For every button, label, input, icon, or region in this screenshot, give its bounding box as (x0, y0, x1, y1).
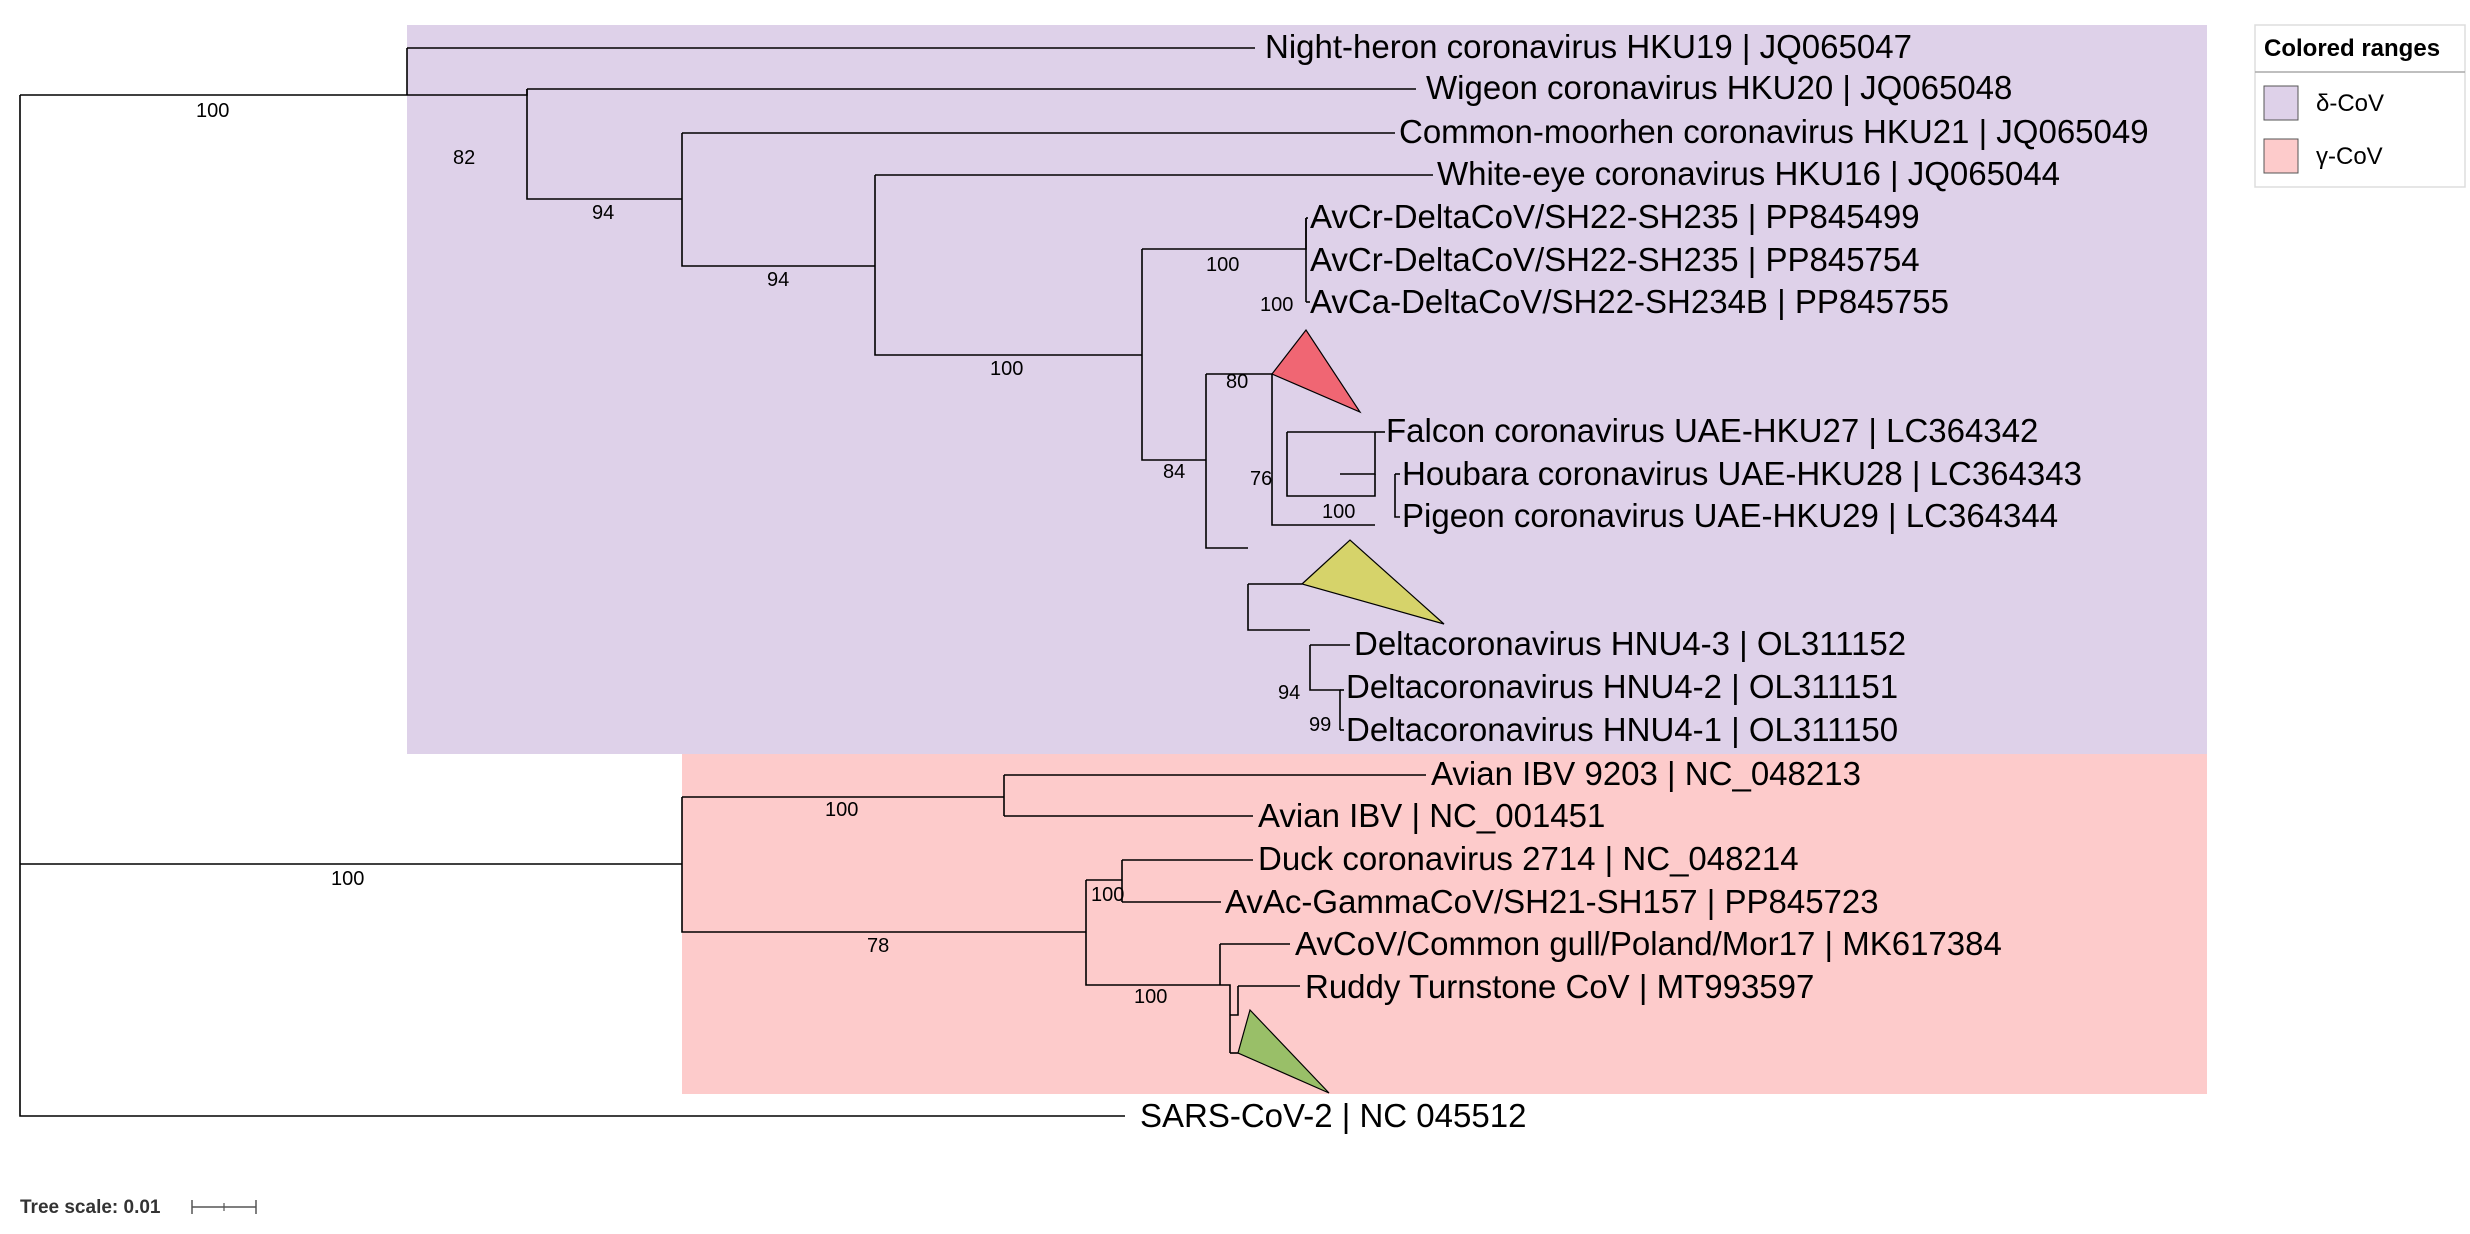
tree-branches (19, 47, 1433, 1117)
bootstrap-value: 94 (592, 202, 614, 224)
collapsed-clade-red (1271, 328, 1362, 414)
legend-label-delta: δ-CoV (2316, 90, 2384, 117)
collapsed-clade-green (1237, 1008, 1330, 1094)
leaf-label: Houbara coronavirus UAE-HKU28 | LC364343 (1402, 455, 2082, 492)
leaf-label: Deltacoronavirus HNU4-2 | OL311151 (1346, 668, 1898, 705)
leaf-label: Duck coronavirus 2714 | NC_048214 (1258, 840, 1799, 877)
bootstrap-value: 80 (1226, 371, 1248, 393)
leaf-label: Deltacoronavirus HNU4-1 | OL311150 (1346, 711, 1898, 748)
leaf-label: Avian IBV 9203 | NC_048213 (1431, 755, 1861, 792)
leaf-label: AvCoV/Common gull/Poland/Mor17 | MK61738… (1295, 925, 2002, 962)
bootstrap-value: 100 (825, 799, 858, 821)
bootstrap-value: 78 (867, 935, 889, 957)
legend-swatch-delta (2263, 85, 2299, 121)
bootstrap-values: 100 82 94 94 100 100 100 80 84 76 100 94 99 100 100 78 1… (196, 100, 1355, 1008)
leaf-label: Wigeon coronavirus HKU20 | JQ065048 (1426, 69, 2012, 106)
bootstrap-value: 100 (1260, 294, 1293, 316)
leaf-label: Common-moorhen coronavirus HKU21 | JQ065… (1399, 113, 2149, 150)
bootstrap-value: 100 (331, 868, 364, 890)
bootstrap-value: 100 (1322, 501, 1355, 523)
legend: Colored ranges δ-CoV γ-CoV (2254, 24, 2466, 188)
leaf-label: AvCr-DeltaCoV/SH22-SH235 | PP845499 (1310, 198, 1920, 235)
collapsed-clade-yellow (1300, 539, 1445, 625)
bootstrap-value: 100 (1091, 884, 1124, 906)
leaf-label: Avian IBV | NC_001451 (1258, 797, 1605, 834)
legend-swatch-gamma (2263, 138, 2299, 174)
tree-scale: Tree scale: 0.01 (20, 1197, 257, 1218)
legend-label-gamma: γ-CoV (2316, 143, 2383, 170)
bootstrap-value: 100 (990, 358, 1023, 380)
bootstrap-value: 100 (196, 100, 229, 122)
legend-title: Colored ranges (2264, 35, 2440, 62)
leaf-label: AvCr-DeltaCoV/SH22-SH235 | PP845754 (1310, 241, 1920, 278)
leaf-label: AvCa-DeltaCoV/SH22-SH234B | PP845755 (1310, 283, 1949, 320)
leaf-label: Night-heron coronavirus HKU19 | JQ065047 (1265, 28, 1912, 65)
tree-scale-label: Tree scale: 0.01 (20, 1197, 161, 1218)
bootstrap-value: 84 (1163, 461, 1185, 483)
leaf-label: AvAc-GammaCoV/SH21-SH157 | PP845723 (1225, 883, 1879, 920)
bootstrap-value: 76 (1250, 468, 1272, 490)
bootstrap-value: 94 (1278, 682, 1300, 704)
leaf-label: White-eye coronavirus HKU16 | JQ065044 (1437, 155, 2060, 192)
leaf-label: Ruddy Turnstone CoV | MT993597 (1305, 968, 1814, 1005)
bootstrap-value: 99 (1309, 714, 1331, 736)
leaf-label: Falcon coronavirus UAE-HKU27 | LC364342 (1386, 412, 2038, 449)
bootstrap-value: 82 (453, 147, 475, 169)
leaf-label: Pigeon coronavirus UAE-HKU29 | LC364344 (1402, 497, 2058, 534)
leaf-label: Deltacoronavirus HNU4-3 | OL311152 (1354, 625, 1906, 662)
leaf-label: SARS-CoV-2 | NC 045512 (1140, 1097, 1526, 1134)
gamma-cov-range (682, 754, 2207, 1094)
bootstrap-value: 100 (1134, 986, 1167, 1008)
bootstrap-value: 94 (767, 269, 789, 291)
bootstrap-value: 100 (1206, 254, 1239, 276)
leaf-labels: Night-heron coronavirus HKU19 | JQ065047… (1140, 28, 2149, 1134)
